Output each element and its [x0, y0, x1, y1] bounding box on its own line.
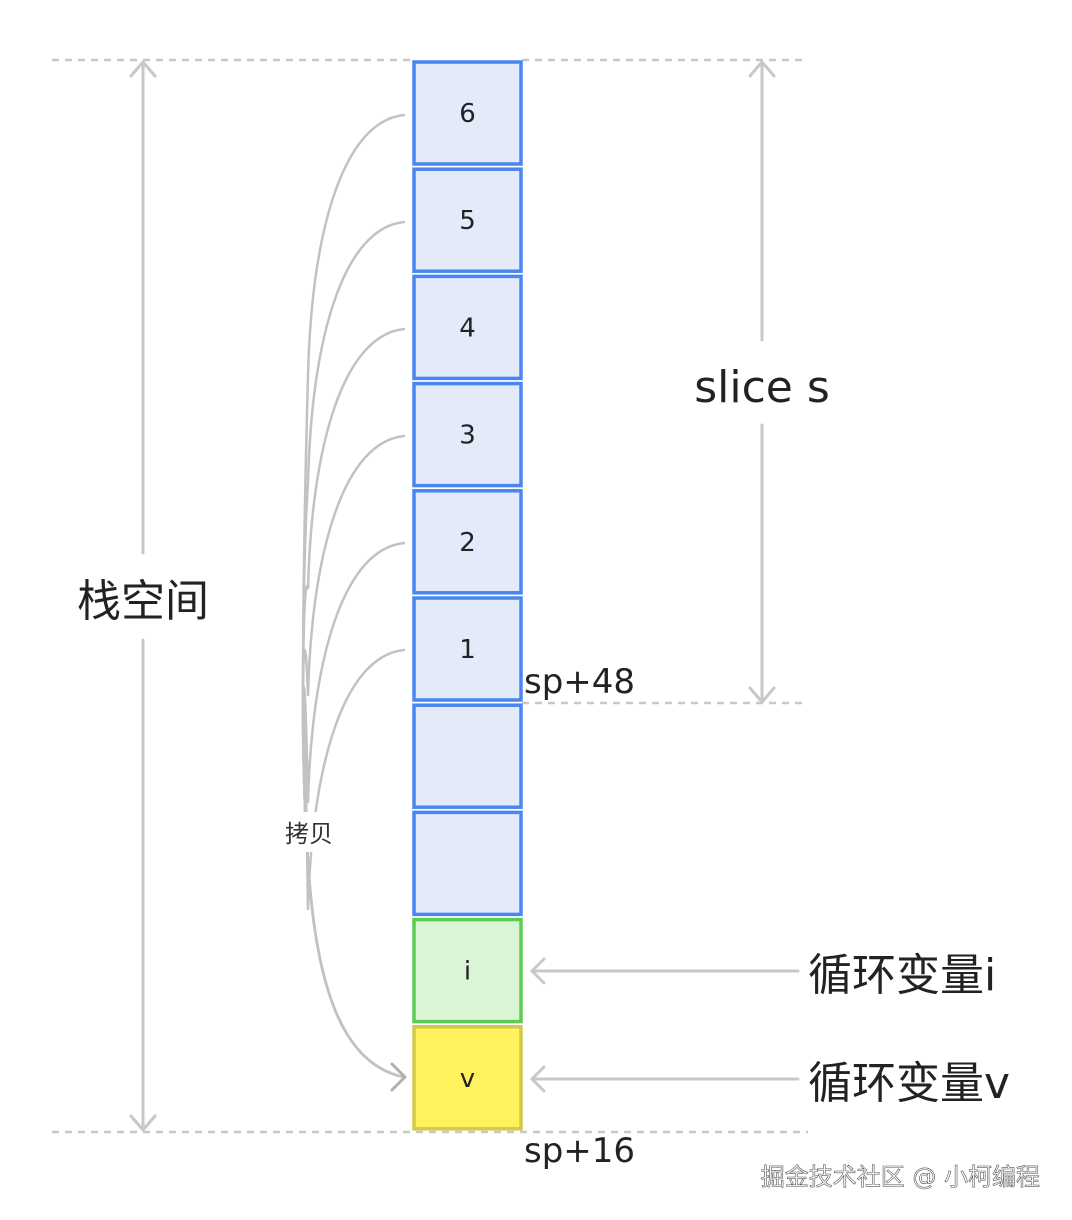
stack-cell-5: 5 — [412, 167, 523, 273]
stack-cell-label: i — [464, 957, 471, 987]
stack-cell-box — [412, 167, 523, 273]
stack-cell-box — [412, 810, 523, 917]
guide-lines — [52, 58, 808, 1134]
stack-space-arrow-head-bottom — [129, 1114, 157, 1132]
stack-space-arrow-head-top — [129, 60, 157, 78]
stack-cell-empty-7 — [412, 810, 523, 917]
copy-curves — [301, 113, 406, 1079]
stack-cell-6: 6 — [412, 60, 523, 166]
stack-cell-v: v — [412, 1025, 523, 1131]
stack-cell-box — [412, 381, 523, 488]
loop-var-i-label: 循环变量i — [808, 950, 996, 1001]
copy-curve-3 — [301, 434, 406, 1079]
stack-cell-2: 2 — [412, 489, 523, 595]
loop-i-arrow-head — [530, 957, 546, 985]
copy-curve-1 — [301, 648, 406, 1079]
stack-cell-box — [412, 489, 523, 595]
slice-s-arrow-head-bottom — [748, 686, 776, 704]
copy-curve-4 — [301, 327, 406, 1079]
stack-cell-label: v — [460, 1064, 475, 1094]
stack-cell-label: 5 — [459, 206, 476, 236]
stack-cell-3: 3 — [412, 381, 523, 488]
copy-arrow-head — [390, 1062, 407, 1092]
stack-cell-box — [412, 274, 523, 381]
stack-cell-box — [412, 60, 523, 166]
stack-cell-1: 1 — [412, 596, 523, 702]
stack-cell-label: 6 — [459, 99, 476, 129]
stack-cell-label: 2 — [459, 528, 476, 558]
stack-cell-label: 4 — [459, 313, 476, 343]
stack-cell-box — [412, 596, 523, 702]
stack-cell-label: 3 — [459, 421, 476, 451]
loop-v-arrow-head — [530, 1065, 546, 1093]
slice-s-label: slice s — [694, 362, 830, 413]
stack-cell-i: i — [412, 917, 523, 1024]
stack-cell-4: 4 — [412, 274, 523, 381]
stack-cells: 6 5 4 3 2 1 i v — [412, 60, 523, 1131]
stack-space-arrow — [129, 60, 157, 1132]
copy-label: 拷贝 — [285, 820, 333, 848]
copy-label-backdrop — [278, 812, 340, 852]
slice-s-arrow-head-top — [748, 60, 776, 78]
slice-s-arrow — [748, 60, 776, 704]
stack-cell-box — [412, 917, 523, 1024]
copy-curve-2 — [301, 541, 406, 1079]
watermark: 掘金技术社区 @ 小柯编程 — [761, 1163, 1040, 1191]
loop-var-arrows — [530, 957, 800, 1093]
stack-space-label: 栈空间 — [77, 576, 209, 627]
sp48-label: sp+48 — [524, 662, 635, 702]
stack-cell-box — [412, 1025, 523, 1131]
sp16-label: sp+16 — [524, 1131, 635, 1171]
stack-cell-empty-6 — [412, 703, 523, 809]
stack-cell-label: 1 — [459, 635, 476, 665]
loop-var-v-label: 循环变量v — [808, 1058, 1010, 1109]
stack-cell-box — [412, 703, 523, 809]
